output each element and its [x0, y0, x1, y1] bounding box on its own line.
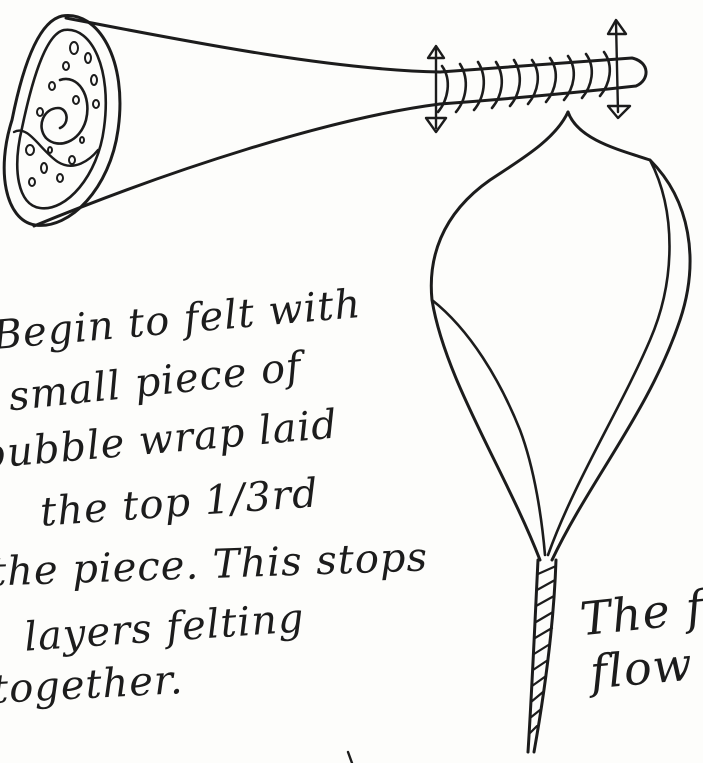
flower-note-line-1: The f: [578, 584, 703, 643]
flower-note-line-2: flow: [588, 641, 694, 696]
stray-mark: [348, 752, 352, 763]
wrapped-stem: [426, 20, 646, 132]
note-line-7: together.: [0, 660, 184, 710]
rolled-felt-cone: [4, 16, 440, 226]
